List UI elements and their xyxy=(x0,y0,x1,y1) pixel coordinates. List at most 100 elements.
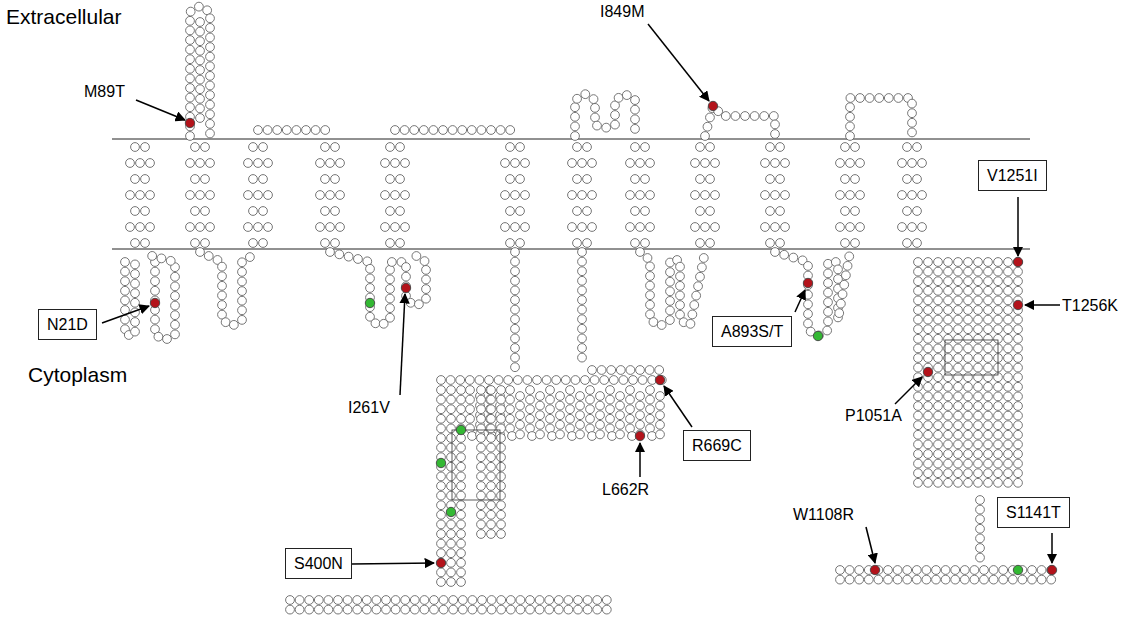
residue xyxy=(703,122,712,131)
residue xyxy=(954,267,963,276)
residue xyxy=(468,432,477,441)
residue xyxy=(504,376,513,385)
mutation-residue xyxy=(635,431,644,440)
residue xyxy=(131,289,140,298)
residue xyxy=(855,575,864,584)
residue xyxy=(934,392,943,401)
residue xyxy=(556,411,565,420)
residue xyxy=(984,421,993,430)
residue xyxy=(974,334,983,343)
residue xyxy=(611,111,620,120)
residue xyxy=(646,395,655,404)
residue xyxy=(994,459,1003,468)
residue xyxy=(914,459,923,468)
residue xyxy=(711,191,720,200)
residue xyxy=(206,43,215,52)
residue xyxy=(631,115,640,124)
residue xyxy=(501,191,510,200)
residue xyxy=(914,421,923,430)
residue xyxy=(326,248,335,257)
mutation-name: V1251I xyxy=(987,166,1038,185)
residue xyxy=(447,443,456,452)
residue xyxy=(487,472,496,481)
residue xyxy=(218,272,227,281)
residue xyxy=(606,395,615,404)
residue xyxy=(191,239,200,248)
mutation-name: R669C xyxy=(692,436,742,455)
residue xyxy=(824,279,833,288)
residue xyxy=(984,267,993,276)
residue xyxy=(206,91,215,100)
residue xyxy=(578,344,587,353)
residue xyxy=(422,275,431,284)
residue xyxy=(458,126,467,135)
residue xyxy=(447,549,456,558)
residue xyxy=(629,376,638,385)
residue xyxy=(974,267,983,276)
residue xyxy=(186,191,195,200)
mutation-residue xyxy=(870,565,879,574)
residue xyxy=(336,191,345,200)
residue xyxy=(206,81,215,90)
residue xyxy=(121,258,130,267)
membrane-line xyxy=(112,249,1030,250)
residue xyxy=(1004,382,1013,391)
residue xyxy=(984,315,993,324)
residue xyxy=(974,258,983,267)
residue xyxy=(571,376,580,385)
residue xyxy=(447,530,456,539)
residue xyxy=(154,332,163,341)
residue xyxy=(206,110,215,119)
residue xyxy=(554,605,563,614)
residue xyxy=(382,605,391,614)
domain-outline xyxy=(452,430,500,500)
residue xyxy=(804,262,813,271)
residue xyxy=(914,430,923,439)
residue xyxy=(316,191,325,200)
residue xyxy=(578,159,587,168)
residue xyxy=(1014,344,1023,353)
residue xyxy=(954,315,963,324)
residue xyxy=(196,56,205,65)
residue xyxy=(583,175,592,184)
residue xyxy=(447,434,456,443)
residue xyxy=(316,223,325,232)
residue xyxy=(994,421,1003,430)
residue xyxy=(521,191,530,200)
residue xyxy=(131,239,140,248)
residue xyxy=(914,411,923,420)
residue xyxy=(535,596,544,605)
residue xyxy=(646,191,655,200)
residue xyxy=(964,286,973,295)
residue xyxy=(437,578,446,587)
residue xyxy=(944,421,953,430)
residue xyxy=(706,207,715,216)
mutation-name: S400N xyxy=(294,554,343,573)
mutation-label: L662R xyxy=(602,480,649,499)
residue xyxy=(573,94,582,103)
residue xyxy=(506,605,515,614)
residue xyxy=(924,402,933,411)
residue xyxy=(766,207,775,216)
residue xyxy=(556,420,565,429)
residue xyxy=(924,258,933,267)
mutation-residue xyxy=(1013,257,1022,266)
residue xyxy=(574,605,583,614)
residue xyxy=(944,267,953,276)
residue xyxy=(316,159,325,168)
residue xyxy=(466,395,475,404)
residue xyxy=(321,126,330,135)
residue xyxy=(511,191,520,200)
residue xyxy=(362,596,371,605)
mutation-label: M89T xyxy=(84,82,125,101)
residue xyxy=(914,344,923,353)
residue xyxy=(526,596,535,605)
residue xyxy=(913,143,922,152)
residue xyxy=(151,315,160,324)
residue xyxy=(497,443,506,452)
residue xyxy=(741,112,750,121)
residue xyxy=(924,469,933,478)
residue xyxy=(362,605,371,614)
residue xyxy=(121,296,130,305)
residue xyxy=(656,401,665,410)
